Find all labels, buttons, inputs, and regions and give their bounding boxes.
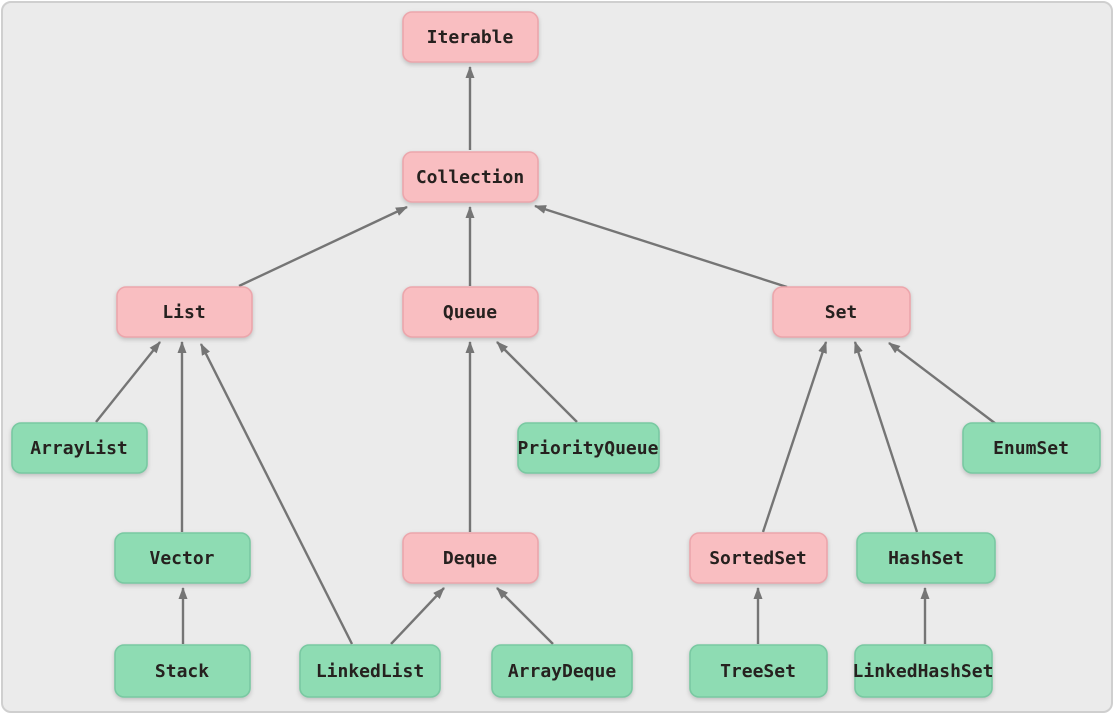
node-label-arraydeque: ArrayDeque xyxy=(508,661,617,682)
edge-arraydeque-deque xyxy=(496,587,554,645)
node-priorityqueue: PriorityQueue xyxy=(517,422,660,474)
node-label-stack: Stack xyxy=(155,661,209,682)
node-linkedlist: LinkedList xyxy=(299,644,441,698)
node-arraylist: ArrayList xyxy=(11,422,148,474)
node-linkedhashset: LinkedHashSet xyxy=(853,644,994,698)
node-deque: Deque xyxy=(402,532,539,584)
node-label-priorityqueue: PriorityQueue xyxy=(518,438,659,459)
node-label-linkedlist: LinkedList xyxy=(316,661,424,682)
node-sortedset: SortedSet xyxy=(689,532,828,584)
node-label-list: List xyxy=(162,302,205,323)
node-iterable: Iterable xyxy=(402,11,539,63)
nodes: Iterable Collection List Queue Set Array… xyxy=(11,11,1101,698)
edge-priorityqueue-queue xyxy=(496,341,578,423)
edge-list-collection xyxy=(238,205,408,288)
edges xyxy=(95,66,997,645)
node-collection: Collection xyxy=(402,151,539,203)
node-label-treeset: TreeSet xyxy=(720,661,796,682)
edge-enumset-set xyxy=(888,342,997,425)
edge-linkedlist-deque xyxy=(390,587,445,645)
node-label-sortedset: SortedSet xyxy=(709,548,807,569)
node-list: List xyxy=(116,286,253,338)
edge-linkedlist-list xyxy=(199,343,354,645)
node-label-set: Set xyxy=(825,302,858,323)
node-vector: Vector xyxy=(114,532,251,584)
node-label-iterable: Iterable xyxy=(427,27,514,48)
node-queue: Queue xyxy=(402,286,539,338)
edge-hashset-set xyxy=(853,341,919,533)
node-label-linkedhashset: LinkedHashSet xyxy=(853,661,994,682)
node-label-queue: Queue xyxy=(443,302,497,323)
node-arraydeque: ArrayDeque xyxy=(491,644,633,698)
node-hashset: HashSet xyxy=(856,532,996,584)
node-enumset: EnumSet xyxy=(962,422,1101,474)
node-label-enumset: EnumSet xyxy=(993,438,1069,459)
node-label-deque: Deque xyxy=(443,548,497,569)
node-label-vector: Vector xyxy=(149,548,214,569)
node-label-arraylist: ArrayList xyxy=(30,438,128,459)
edge-set-collection xyxy=(534,204,788,289)
edge-sortedset-set xyxy=(761,341,828,533)
node-set: Set xyxy=(772,286,911,338)
node-label-hashset: HashSet xyxy=(888,548,964,569)
node-treeset: TreeSet xyxy=(689,644,828,698)
node-stack: Stack xyxy=(114,644,251,698)
node-label-collection: Collection xyxy=(416,167,524,188)
edge-arraylist-list xyxy=(95,341,161,423)
